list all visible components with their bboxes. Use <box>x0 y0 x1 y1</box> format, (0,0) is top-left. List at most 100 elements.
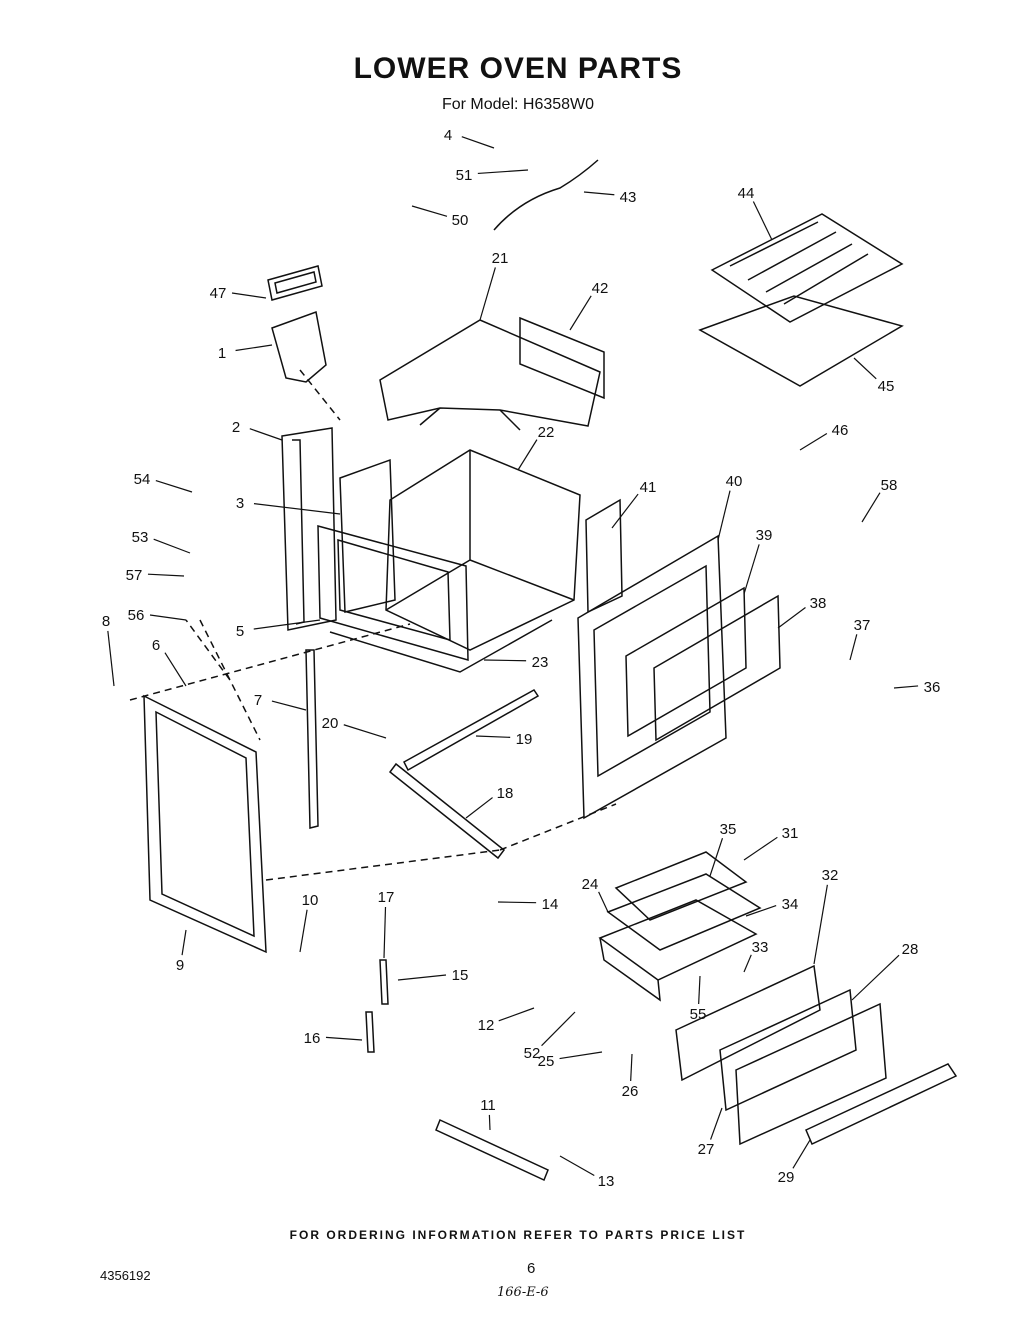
leader-line-23 <box>483 659 527 662</box>
leader-line-35 <box>709 838 724 877</box>
leader-line-11 <box>488 1114 491 1131</box>
part-44-rack <box>710 213 904 323</box>
part-callout-57: 57 <box>126 567 143 584</box>
leader-line-7 <box>271 700 307 711</box>
leader-line-41 <box>611 493 639 529</box>
part-callout-26: 26 <box>622 1083 639 1100</box>
leader-line-34 <box>745 905 777 917</box>
part-45-pan <box>698 295 904 387</box>
leader-line-1 <box>235 344 273 352</box>
part-callout-1: 1 <box>218 345 226 362</box>
part-callout-42: 42 <box>592 280 609 297</box>
leader-line-33 <box>743 954 752 973</box>
leader-line-28 <box>851 954 900 1001</box>
part-callout-35: 35 <box>720 821 737 838</box>
part-callout-20: 20 <box>322 715 339 732</box>
part-callout-24: 24 <box>582 876 599 893</box>
part-callout-11: 11 <box>480 1097 496 1114</box>
leader-line-57 <box>147 573 185 577</box>
part-callout-36: 36 <box>924 679 941 696</box>
leader-line-20 <box>343 724 387 739</box>
leader-line-44 <box>752 201 773 241</box>
leader-line-54 <box>155 480 193 493</box>
part-callout-10: 10 <box>302 892 319 909</box>
part-callout-17: 17 <box>378 889 395 906</box>
part-callout-40: 40 <box>726 473 743 490</box>
part-callout-15: 15 <box>452 967 469 984</box>
part-callout-2: 2 <box>232 419 240 436</box>
part-callout-31: 31 <box>782 825 799 842</box>
model-subtitle: For Model: H6358W0 <box>441 96 595 113</box>
part-callout-34: 34 <box>782 896 799 913</box>
leader-line-50 <box>411 205 448 217</box>
page-number: 6 <box>527 1260 536 1277</box>
part-callout-37: 37 <box>854 617 871 634</box>
leader-line-19 <box>475 735 511 738</box>
leader-line-10 <box>299 909 308 953</box>
part-40-frame <box>577 534 727 820</box>
leader-line-16 <box>325 1036 363 1041</box>
leader-line-42 <box>569 295 592 331</box>
part-callout-19: 19 <box>516 731 533 748</box>
leader-line-51 <box>477 169 529 175</box>
leader-line-56 <box>149 614 187 621</box>
part-callout-53: 53 <box>132 529 149 546</box>
leader-line-38 <box>777 606 806 629</box>
leader-line-46 <box>799 432 828 451</box>
part-5-door-inner <box>317 525 469 661</box>
part-callout-38: 38 <box>810 595 827 612</box>
part-callout-39: 39 <box>756 527 773 544</box>
leader-line-53 <box>153 538 191 554</box>
part-callout-12: 12 <box>478 1017 495 1034</box>
part-2-frame <box>281 427 337 631</box>
leader-line-37 <box>849 634 858 661</box>
parts-artwork <box>129 159 958 1182</box>
part-callout-8: 8 <box>102 613 110 630</box>
page-code: 166-E-6 <box>497 1285 549 1300</box>
leader-line-18 <box>465 797 493 819</box>
part-callout-46: 46 <box>832 422 849 439</box>
part-callout-54: 54 <box>134 471 151 488</box>
part-callout-45: 45 <box>878 378 895 395</box>
leader-line-40 <box>717 490 731 541</box>
leader-line-24 <box>598 891 609 913</box>
leader-line-36 <box>893 685 919 689</box>
part-callout-28: 28 <box>902 941 919 958</box>
part-21-top <box>379 319 601 427</box>
part-callout-43: 43 <box>620 189 637 206</box>
leader-line-8 <box>107 630 115 687</box>
part-47-trim <box>267 265 323 301</box>
leader-line-39 <box>743 544 760 595</box>
leader-line-25 <box>559 1051 603 1060</box>
ordering-note: FOR ORDERING INFORMATION REFER TO PARTS … <box>289 1228 747 1242</box>
part-callout-23: 23 <box>532 654 549 671</box>
page-title: LOWER OVEN PARTS <box>353 52 683 85</box>
part-callout-56: 56 <box>128 607 145 624</box>
part-callout-41: 41 <box>640 479 657 496</box>
part-callout-13: 13 <box>598 1173 615 1190</box>
part-callout-18: 18 <box>497 785 514 802</box>
part-callout-14: 14 <box>542 896 559 913</box>
leader-line-6 <box>164 652 187 687</box>
part-callout-6: 6 <box>152 637 160 654</box>
leader-line-45 <box>853 357 877 380</box>
leader-line-9 <box>181 929 187 956</box>
part-callout-21: 21 <box>492 250 509 267</box>
part-23-bottom <box>329 619 553 673</box>
leader-line-27 <box>710 1107 723 1140</box>
part-9-door <box>143 694 267 954</box>
leader-line-31 <box>743 836 778 861</box>
part-callout-3: 3 <box>236 495 244 512</box>
leader-line-12 <box>498 1007 535 1022</box>
document-number: 4356192 <box>100 1268 151 1283</box>
leader-line-58 <box>861 492 881 523</box>
leader-line-52 <box>541 1011 576 1047</box>
part-callout-33: 33 <box>752 939 769 956</box>
part-callout-29: 29 <box>778 1169 795 1186</box>
leader-line-3 <box>253 503 341 515</box>
leader-line-4 <box>461 136 495 149</box>
part-1-vent <box>271 310 327 383</box>
leader-line-26 <box>630 1053 633 1082</box>
part-callout-52: 52 <box>524 1045 541 1062</box>
